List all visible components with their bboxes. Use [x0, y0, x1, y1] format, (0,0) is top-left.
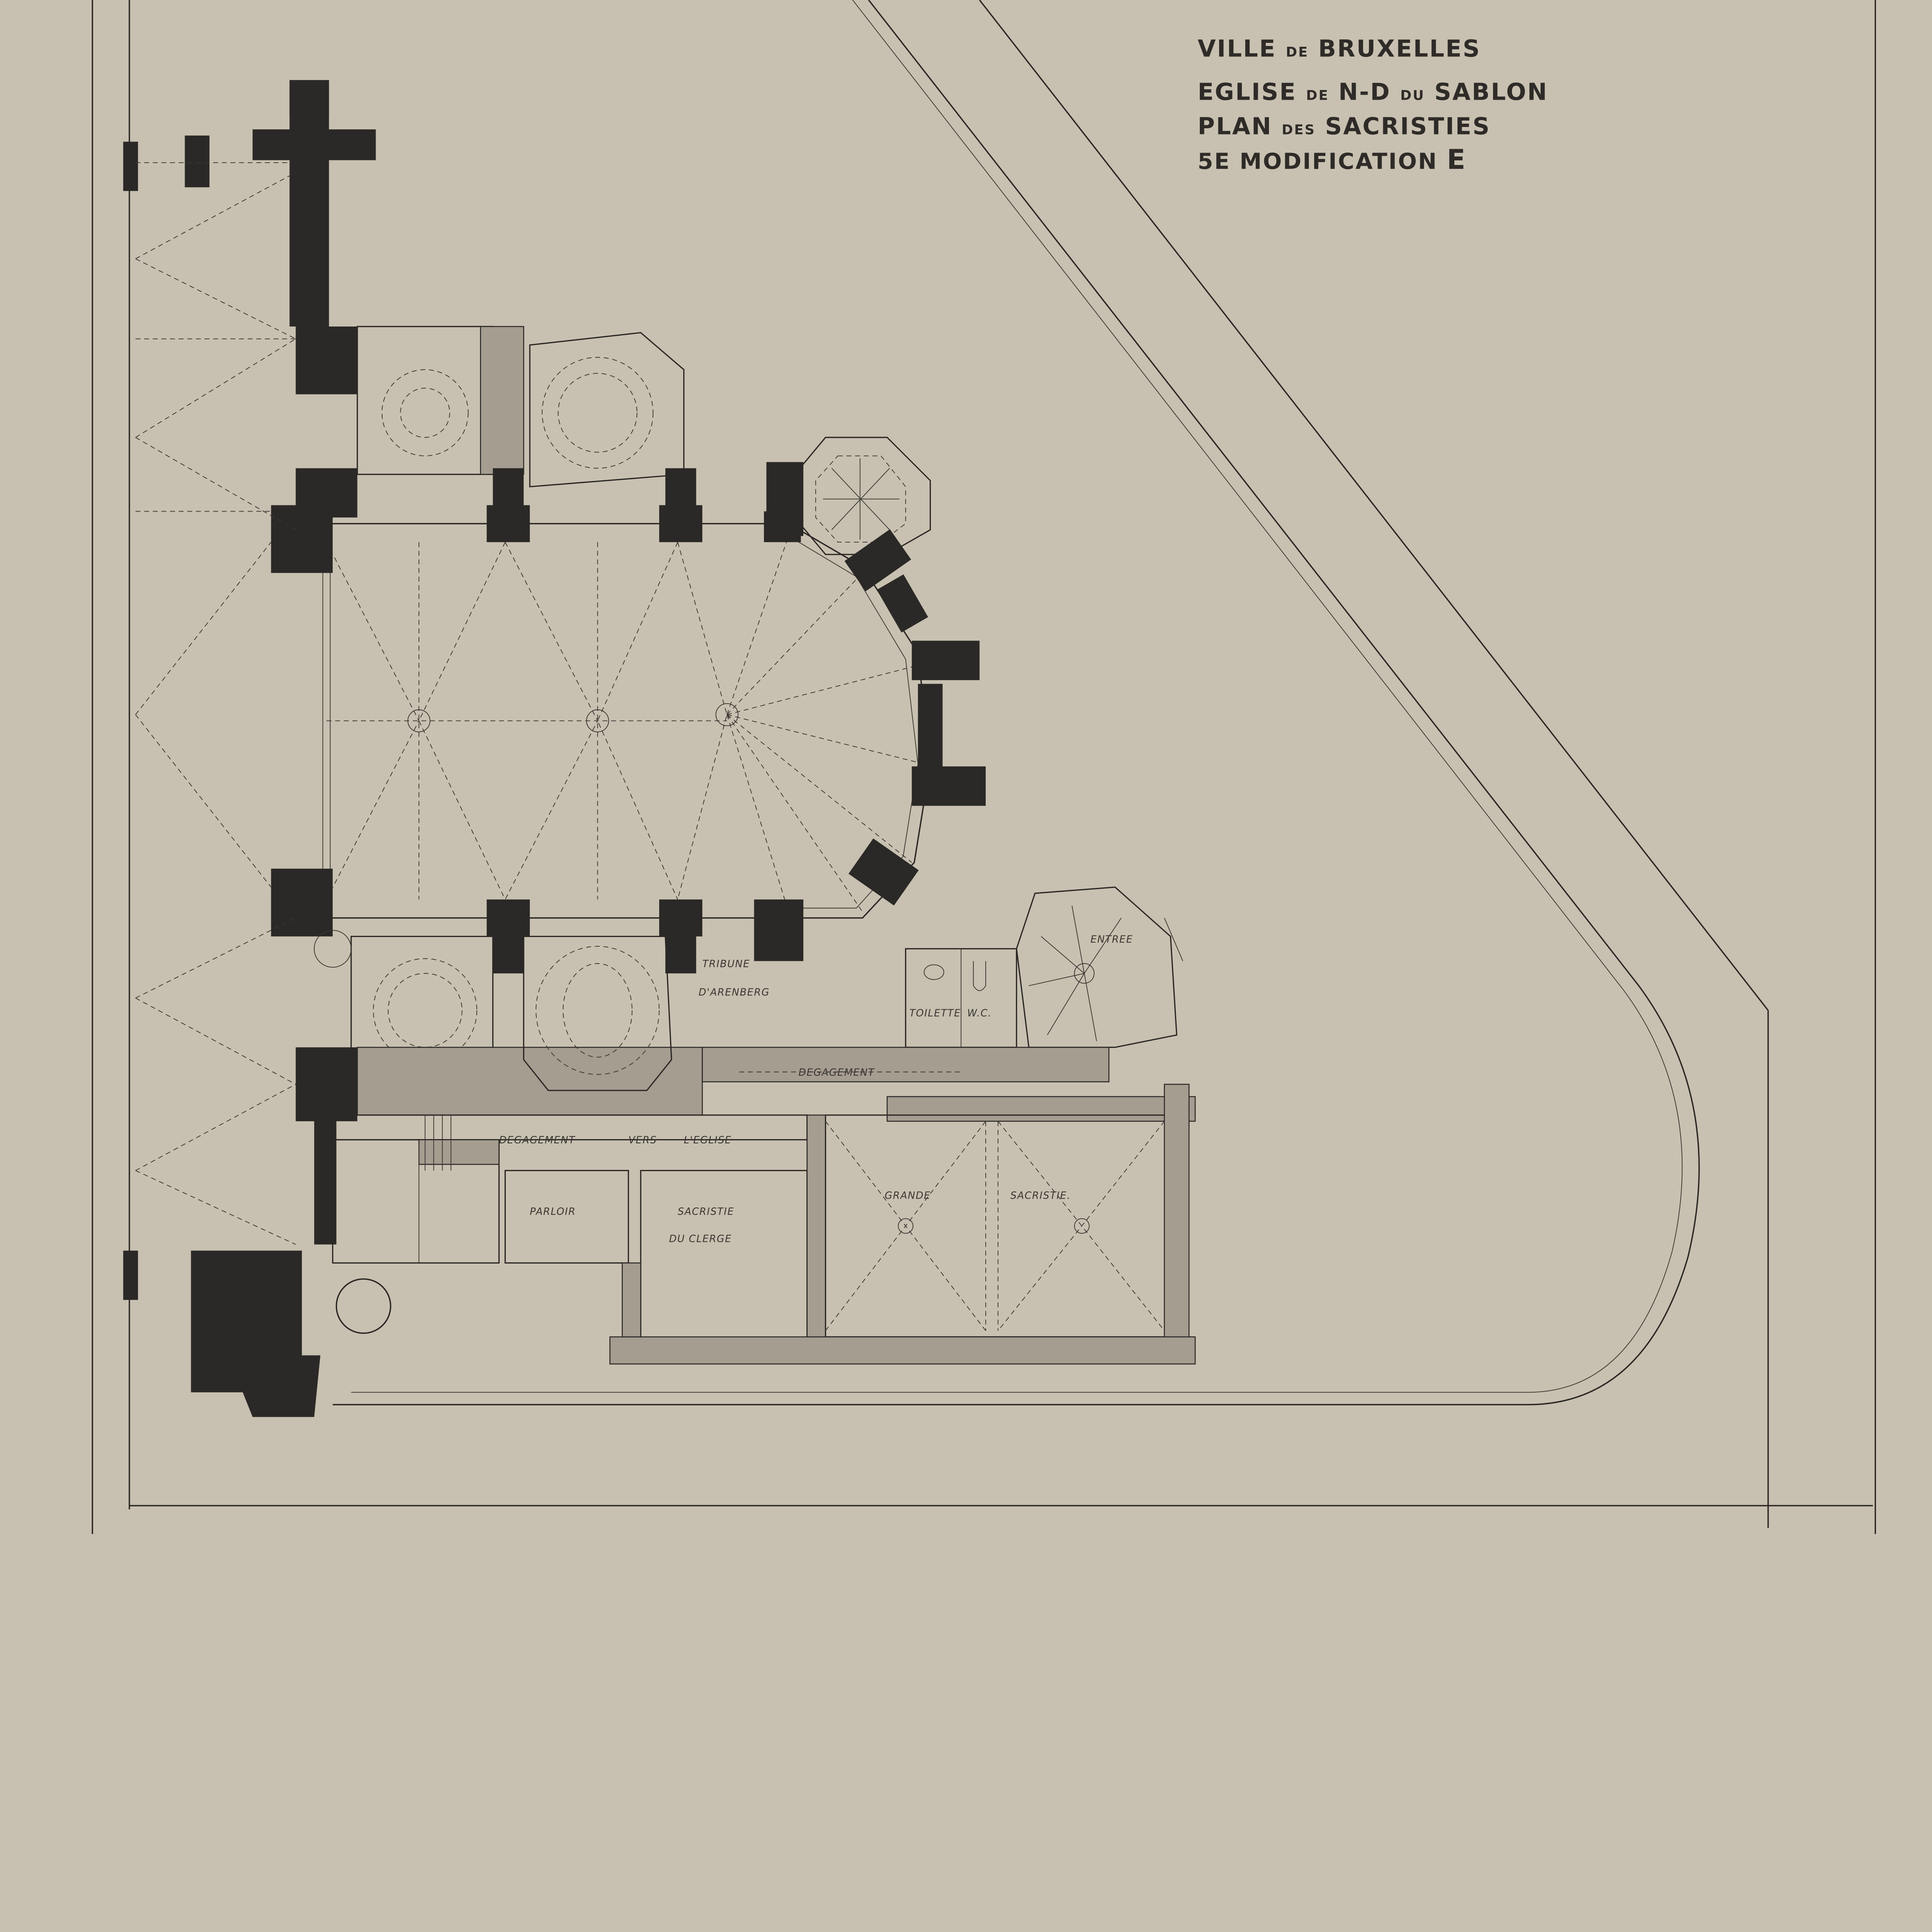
label-arenberg: D'ARENBERG	[699, 987, 770, 998]
label-degagement: DEGAGEMENT	[798, 1067, 875, 1078]
title-line4-letter: E	[1447, 144, 1466, 175]
svg-text:PLAN DES SACRISTIE: PLAN DES SACRISTIES	[1197, 113, 1490, 140]
south-west-tower	[123, 1109, 391, 1417]
svg-text:VILLE DE BRUXELLES: VILLE DE BRUXELLES	[1197, 36, 1481, 63]
architectural-plan-sheet: VILLE DE BRUXELLES EGLISE DE N-D DU SABL…	[92, 0, 1876, 1534]
label-wc: W.C.	[967, 1008, 992, 1019]
title-line3-plan: PLAN	[1197, 113, 1272, 140]
label-tribune: TRIBUNE	[702, 958, 750, 970]
title-line4-modification: MODIFICATION	[1240, 148, 1438, 174]
label-grande: GRANDE	[885, 1190, 931, 1202]
label-eglise: L'EGLISE	[684, 1134, 732, 1146]
site-boundary	[332, 0, 1769, 1528]
label-degagement-vers: DEGAGEMENT	[499, 1134, 575, 1146]
title-line2-de: DE	[1306, 87, 1329, 103]
title-line2-nd: N-D	[1338, 78, 1391, 105]
title-line2-sablon: SABLON	[1434, 78, 1548, 105]
room-labels: TRIBUNE D'ARENBERG TOILETTE W.C. ENTREE …	[499, 934, 1133, 1245]
north-chapels	[357, 326, 696, 518]
title-line2-eglise: EGLISE	[1197, 78, 1296, 105]
label-toilette: TOILETTE	[909, 1008, 961, 1019]
svg-text:5E MODIFICATION E: 5E MODIFICATION E	[1197, 144, 1466, 175]
title-line1-city: BRUXELLES	[1318, 36, 1481, 63]
north-wing	[123, 80, 376, 518]
title-line1-word: VILLE	[1197, 36, 1276, 63]
label-sacristie-clerge-2: DU CLERGE	[669, 1233, 732, 1245]
title-block: VILLE DE BRUXELLES EGLISE DE N-D DU SABL…	[1197, 36, 1548, 175]
title-line3-sacristies: SACRISTIES	[1325, 113, 1491, 140]
title-line3-des: DES	[1282, 122, 1316, 138]
label-entree: ENTREE	[1090, 934, 1133, 945]
service-block	[905, 886, 1184, 1048]
title-line1-de: DE	[1286, 44, 1309, 60]
label-sacristie-clerge-1: SACRISTIE	[678, 1206, 734, 1218]
sacristy-block	[332, 1047, 1196, 1365]
nave-choir	[271, 505, 986, 961]
title-line2-du: DU	[1400, 87, 1425, 103]
label-vers: VERS	[628, 1134, 657, 1146]
label-sacristie: SACRISTIE.	[1010, 1190, 1071, 1202]
south-chapels	[296, 912, 703, 1121]
svg-text:EGLISE DE N-D: EGLISE DE N-D DU SABLON	[1197, 78, 1548, 105]
title-line4-number: 5E	[1197, 148, 1231, 174]
aisle-vaults	[135, 172, 296, 1245]
label-parloir: PARLOIR	[530, 1206, 576, 1218]
